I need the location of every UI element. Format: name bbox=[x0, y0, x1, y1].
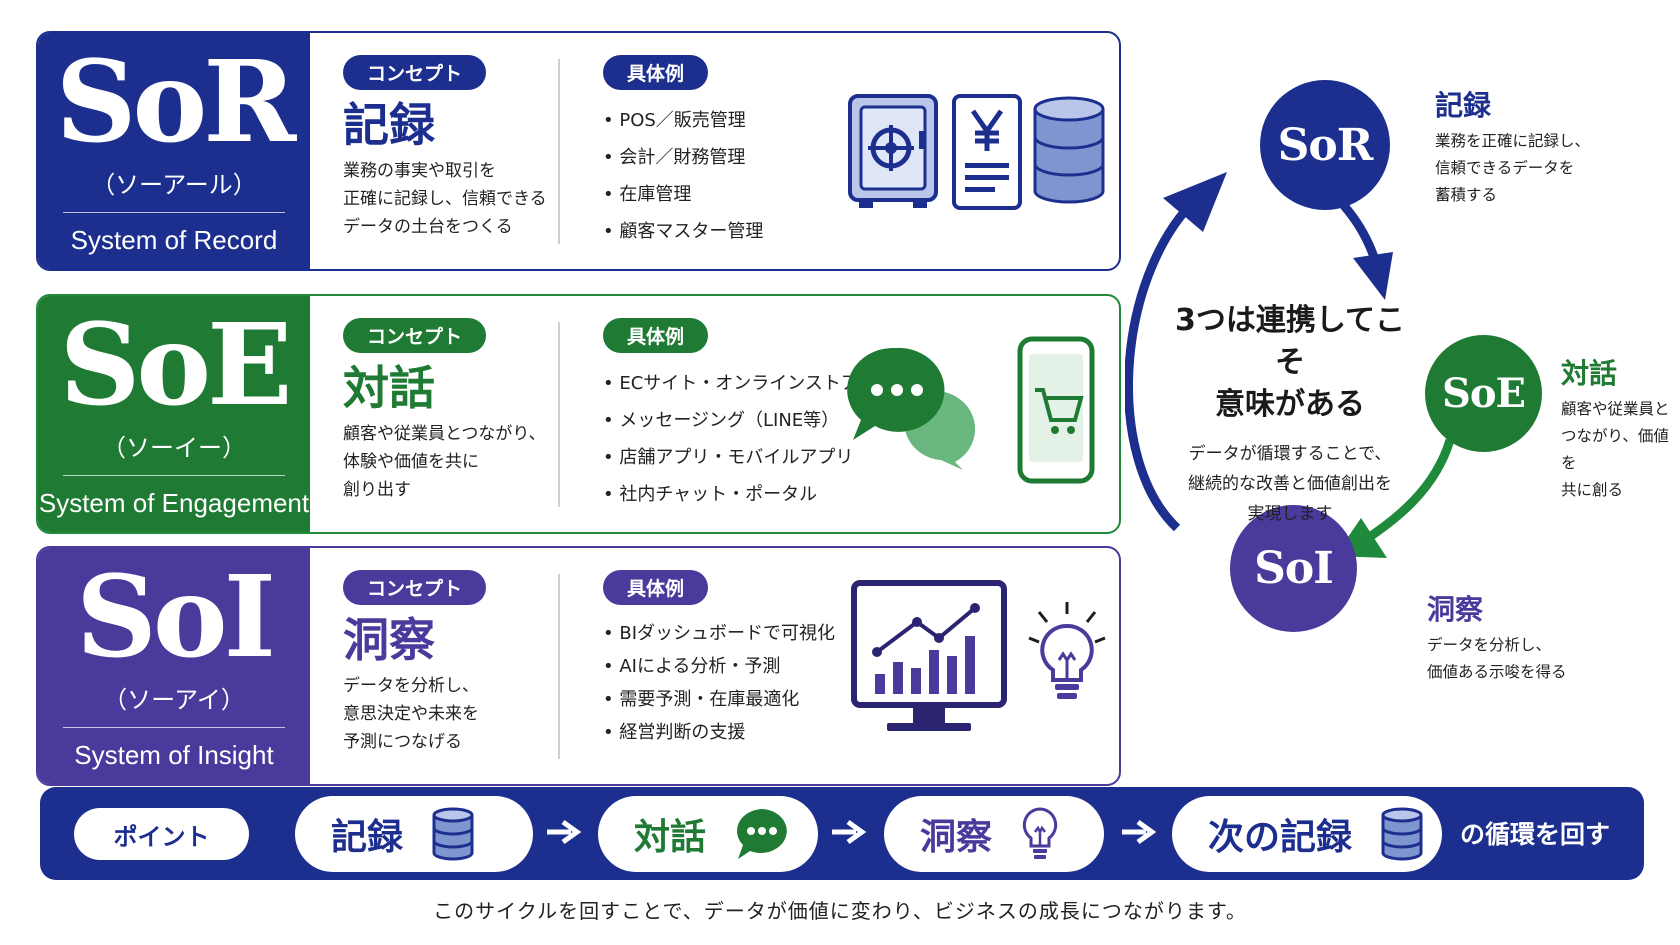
lightbulb-icon bbox=[1028, 602, 1106, 699]
examples-pill: 具体例 bbox=[603, 55, 709, 90]
example-item: 会計／財務管理 bbox=[603, 139, 883, 176]
sor-node-text: 業務を正確に記録し、 信頼できるデータを 蓄積する bbox=[1435, 132, 1591, 205]
example-item: メッセージング（LINE等） bbox=[603, 402, 883, 439]
sor-node-title: 記録 bbox=[1435, 89, 1492, 122]
concept-pill: コンセプト bbox=[343, 570, 487, 605]
divider bbox=[63, 212, 285, 213]
soe-keyword: 対話 bbox=[343, 361, 435, 415]
arrow-right-icon bbox=[1122, 819, 1157, 845]
soe-node-text: 顧客や従業員と つながり、価値を 共に創る bbox=[1561, 400, 1670, 500]
soi-card: SoI （ソーアイ） System of Insight コンセプト 洞察 デー… bbox=[36, 546, 1121, 786]
soe-card: SoE （ソーイー） System of Engagement コンセプト 対話… bbox=[36, 294, 1121, 534]
chat-bubbles-icon bbox=[847, 347, 975, 470]
soe-node: SoE bbox=[1425, 335, 1542, 452]
soe-full-name: System of Engagement bbox=[38, 488, 310, 518]
sor-description: 業務の事実や取引を 正確に記録し、信頼できる データの土台をつくる bbox=[343, 161, 547, 238]
database-icon bbox=[1381, 807, 1423, 861]
cycle-center: 3つは連携してこそ 意味がある データが循環することで、 継続的な改善と価値創出… bbox=[1175, 300, 1405, 529]
soe-title-block: SoE （ソーイー） System of Engagement bbox=[38, 296, 310, 532]
soi-node-title: 洞察 bbox=[1427, 593, 1484, 626]
soi-abbr: SoI bbox=[76, 552, 276, 683]
lightbulb-icon bbox=[1022, 807, 1058, 859]
example-item: ECサイト・オンラインストア bbox=[603, 365, 883, 402]
arrow-right-icon bbox=[547, 819, 582, 845]
soe-examples: 具体例 ECサイト・オンラインストア メッセージング（LINE等） 店舗アプリ・… bbox=[603, 318, 883, 513]
sor-node-label: 記録 業務を正確に記録し、 信頼できるデータを 蓄積する bbox=[1435, 84, 1590, 209]
soi-examples: 具体例 BIダッシュボードで可視化 AIによる分析・予測 需要予測・在庫最適化 … bbox=[603, 570, 883, 749]
soi-full-name: System of Insight bbox=[74, 740, 274, 770]
database-icon bbox=[1033, 96, 1105, 204]
divider bbox=[63, 475, 285, 476]
soi-title-block: SoI （ソーアイ） System of Insight bbox=[38, 548, 310, 784]
soi-node-text: データを分析し、 価値ある示唆を得る bbox=[1427, 636, 1567, 682]
example-item: 経営判断の支援 bbox=[603, 716, 883, 749]
sor-title-block: SoR （ソーアール） System of Record bbox=[38, 33, 310, 269]
sor-card: SoR （ソーアール） System of Record コンセプト 記録 業務… bbox=[36, 31, 1121, 271]
concept-pill: コンセプト bbox=[343, 55, 487, 90]
chat-bubble-icon bbox=[737, 809, 787, 859]
sor-reading: （ソーアール） bbox=[91, 171, 257, 199]
step-next-record: 次の記録 bbox=[1172, 796, 1442, 872]
example-item: 社内チャット・ポータル bbox=[603, 476, 883, 513]
soi-description: データを分析し、 意思決定や未来を 予測につなげる bbox=[343, 676, 479, 753]
soi-reading: （ソーアイ） bbox=[103, 686, 245, 714]
divider bbox=[558, 322, 560, 507]
step-engage: 対話 bbox=[598, 796, 818, 872]
divider bbox=[558, 59, 560, 244]
arrow-right-icon bbox=[832, 819, 867, 845]
sor-full-name: System of Record bbox=[70, 225, 278, 255]
soi-keyword: 洞察 bbox=[343, 613, 435, 667]
point-label: ポイント bbox=[74, 808, 249, 860]
step-label: 対話 bbox=[634, 817, 707, 858]
example-item: 需要予測・在庫最適化 bbox=[603, 683, 883, 716]
soe-node-label: 対話 顧客や従業員と つながり、価値を 共に創る bbox=[1561, 352, 1680, 505]
sor-node: SoR bbox=[1260, 80, 1390, 210]
soe-icons bbox=[847, 296, 1119, 532]
cycle-center-text: データが循環することで、 継続的な改善と価値創出を 実現します bbox=[1188, 444, 1392, 524]
yen-receipt-icon bbox=[952, 94, 1022, 210]
smartphone-cart-icon bbox=[1017, 336, 1095, 484]
example-item: 店舗アプリ・モバイルアプリ bbox=[603, 439, 883, 476]
concept-pill: コンセプト bbox=[343, 318, 487, 353]
sor-keyword: 記録 bbox=[343, 98, 435, 152]
soi-node: SoI bbox=[1230, 505, 1357, 632]
cycle-center-title: 3つは連携してこそ 意味がある bbox=[1175, 303, 1405, 422]
examples-pill: 具体例 bbox=[603, 570, 709, 605]
footer-text: このサイクルを回すことで、データが価値に変わり、ビジネスの成長につながります。 bbox=[433, 899, 1247, 923]
soe-node-title: 対話 bbox=[1561, 357, 1618, 390]
point-band: ポイント 記録 対話 洞察 次の記録 bbox=[40, 787, 1644, 880]
sor-icons bbox=[848, 33, 1119, 269]
divider bbox=[558, 574, 560, 759]
soe-concept: コンセプト 対話 顧客や従業員とつながり、 体験や価値を共に 創り出す bbox=[343, 318, 558, 504]
cycle-diagram: SoR SoE SoI 記録 業務を正確に記録し、 信頼できるデータを 蓄積する… bbox=[1125, 60, 1680, 700]
safe-icon bbox=[848, 94, 938, 208]
step-insight: 洞察 bbox=[884, 796, 1104, 872]
step-label: 次の記録 bbox=[1208, 817, 1353, 858]
soi-node-label: 洞察 データを分析し、 価値ある示唆を得る bbox=[1427, 588, 1567, 686]
sor-abbr: SoR bbox=[55, 37, 297, 168]
band-tail-text: の循環を回す bbox=[1460, 820, 1611, 849]
soe-abbr: SoE bbox=[59, 300, 293, 431]
soe-description: 顧客や従業員とつながり、 体験や価値を共に 創り出す bbox=[343, 424, 546, 501]
soi-icons bbox=[851, 548, 1119, 784]
divider bbox=[63, 727, 285, 728]
step-label: 記録 bbox=[331, 817, 404, 858]
sor-examples: 具体例 POS／販売管理 会計／財務管理 在庫管理 顧客マスター管理 bbox=[603, 55, 883, 250]
examples-pill: 具体例 bbox=[603, 318, 709, 353]
arrow-soi-to-sor bbox=[1125, 196, 1199, 532]
step-label: 洞察 bbox=[920, 817, 993, 858]
sor-concept: コンセプト 記録 業務の事実や取引を 正確に記録し、信頼できる データの土台をつ… bbox=[343, 55, 558, 241]
monitor-chart-icon bbox=[851, 580, 1007, 731]
soe-reading: （ソーイー） bbox=[102, 434, 246, 462]
example-item: AIによる分析・予測 bbox=[603, 650, 883, 683]
soi-concept: コンセプト 洞察 データを分析し、 意思決定や未来を 予測につなげる bbox=[343, 570, 558, 756]
example-item: 顧客マスター管理 bbox=[603, 213, 883, 250]
example-item: 在庫管理 bbox=[603, 176, 883, 213]
example-item: POS／販売管理 bbox=[603, 102, 883, 139]
database-icon bbox=[432, 807, 474, 861]
arrow-soe-to-soi bbox=[1362, 438, 1455, 544]
example-item: BIダッシュボードで可視化 bbox=[603, 617, 883, 650]
step-record: 記録 bbox=[295, 796, 533, 872]
